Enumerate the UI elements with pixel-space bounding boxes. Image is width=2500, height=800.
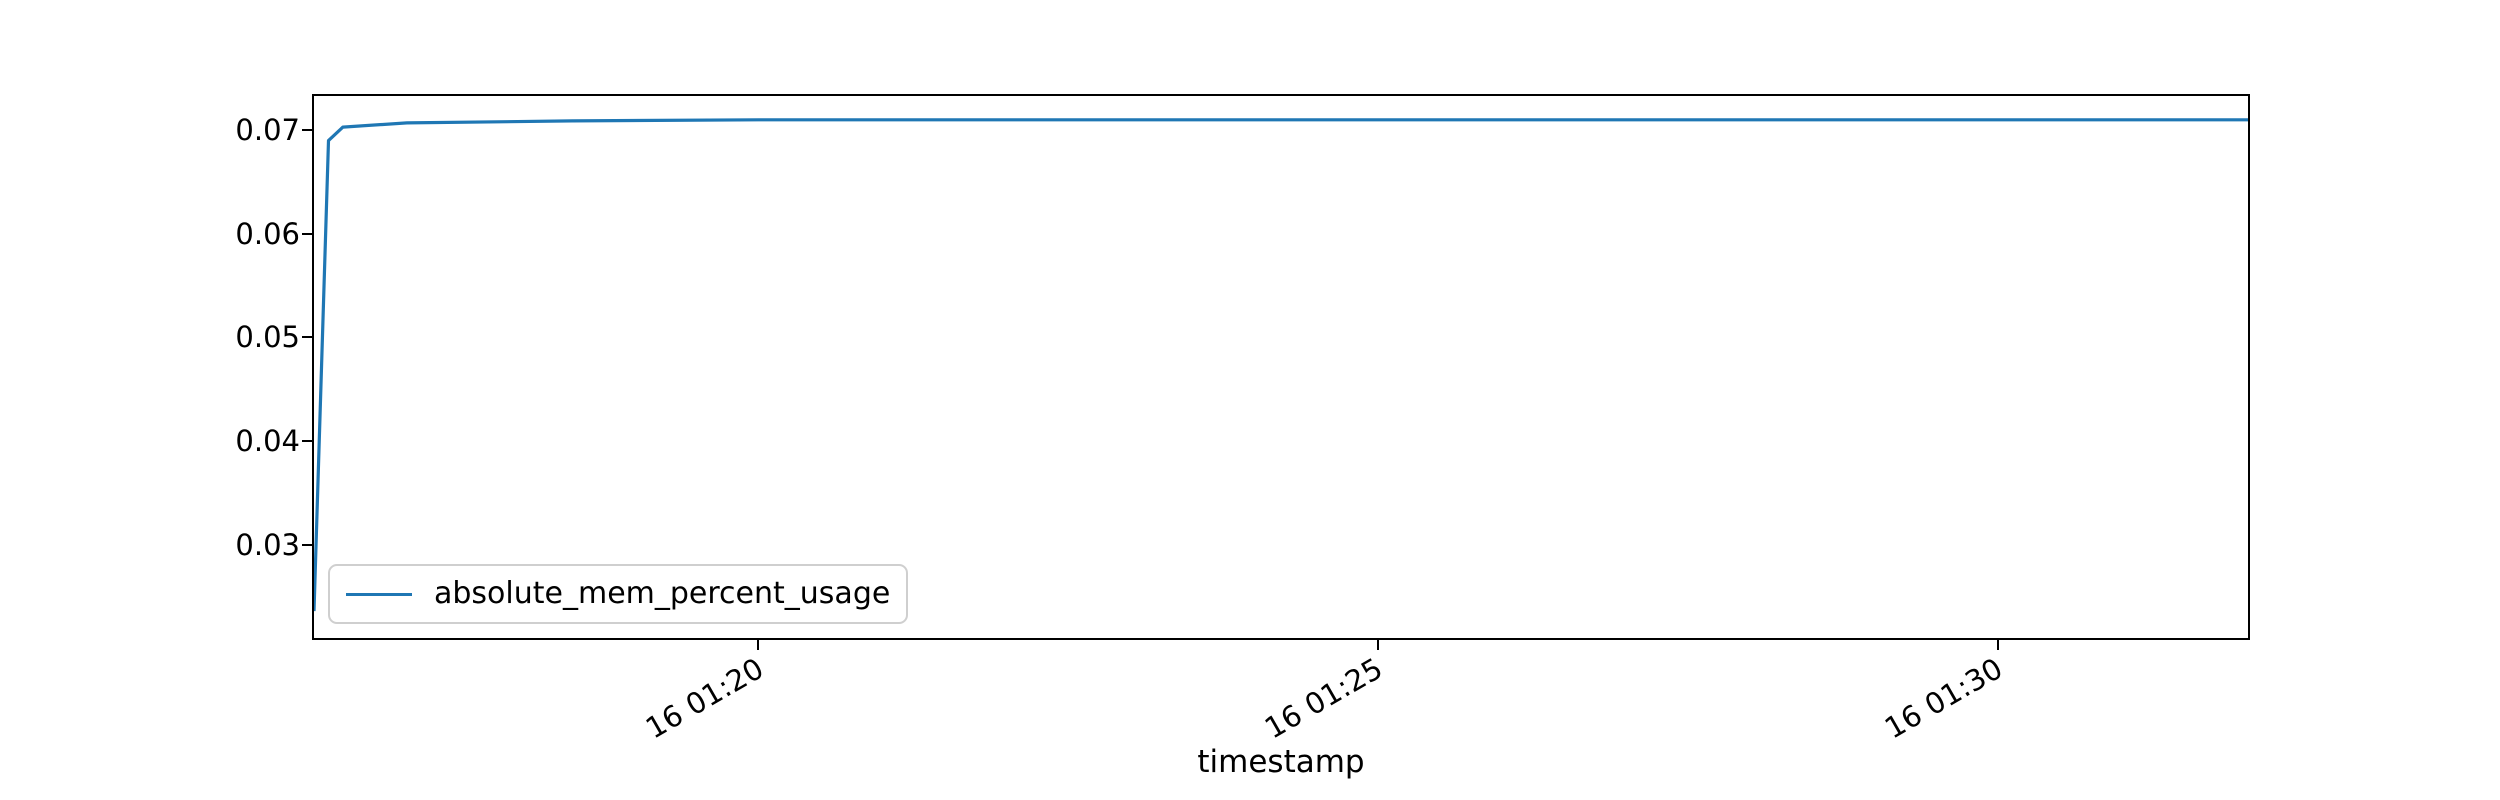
y-tick-mark <box>302 440 312 443</box>
y-tick-label: 0.03 <box>235 527 300 562</box>
x-tick-mark <box>757 640 760 650</box>
y-tick-label: 0.06 <box>235 216 300 251</box>
y-tick-label: 0.05 <box>235 320 300 355</box>
y-tick-label: 0.07 <box>235 113 300 148</box>
y-tick-mark <box>302 543 312 546</box>
x-tick-mark <box>1377 640 1380 650</box>
legend-label: absolute_mem_percent_usage <box>434 576 891 611</box>
x-tick-label: 16 01:25 <box>1259 651 1389 746</box>
y-tick-mark <box>302 129 312 132</box>
x-tick-label: 16 01:30 <box>1879 651 2009 746</box>
line-chart-canvas <box>314 118 2248 612</box>
y-tick-mark <box>302 232 312 235</box>
legend-line-sample <box>346 592 412 596</box>
legend: absolute_mem_percent_usage <box>328 564 909 624</box>
x-tick-label: 16 01:20 <box>639 651 769 746</box>
y-tick-label: 0.04 <box>235 424 300 459</box>
y-tick-mark <box>302 336 312 339</box>
x-axis-title: timestamp <box>1197 744 1365 780</box>
series-line-absolute-mem-percent-usage <box>314 118 2248 612</box>
x-tick-mark <box>1996 640 1999 650</box>
plot-area: absolute_mem_percent_usage <box>312 94 2250 640</box>
